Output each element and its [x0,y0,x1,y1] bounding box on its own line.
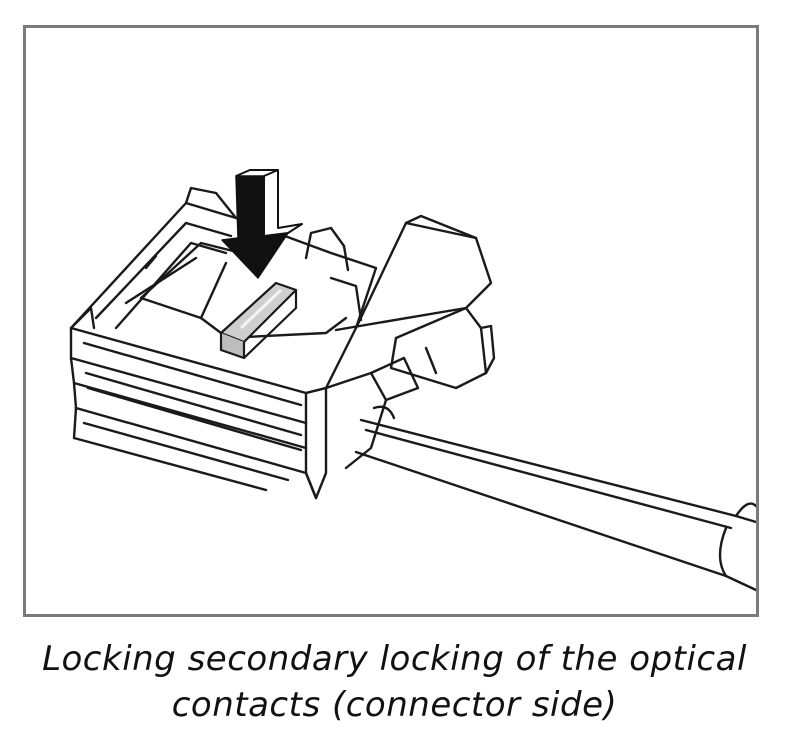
cable-boot [324,356,420,470]
figure-frame [23,25,759,617]
connector-drawing [69,169,756,592]
arrow-down-icon [221,169,303,279]
optical-cable [354,418,756,592]
connector-housing [69,186,378,500]
secondary-lock-flap [334,214,496,390]
locking-slide [219,281,298,360]
caption-line-2: contacts (connector side) [171,685,618,725]
figure-caption: Locking secondary locking of the optical… [0,636,789,728]
caption-line-1: Locking secondary locking of the optical [42,639,747,679]
